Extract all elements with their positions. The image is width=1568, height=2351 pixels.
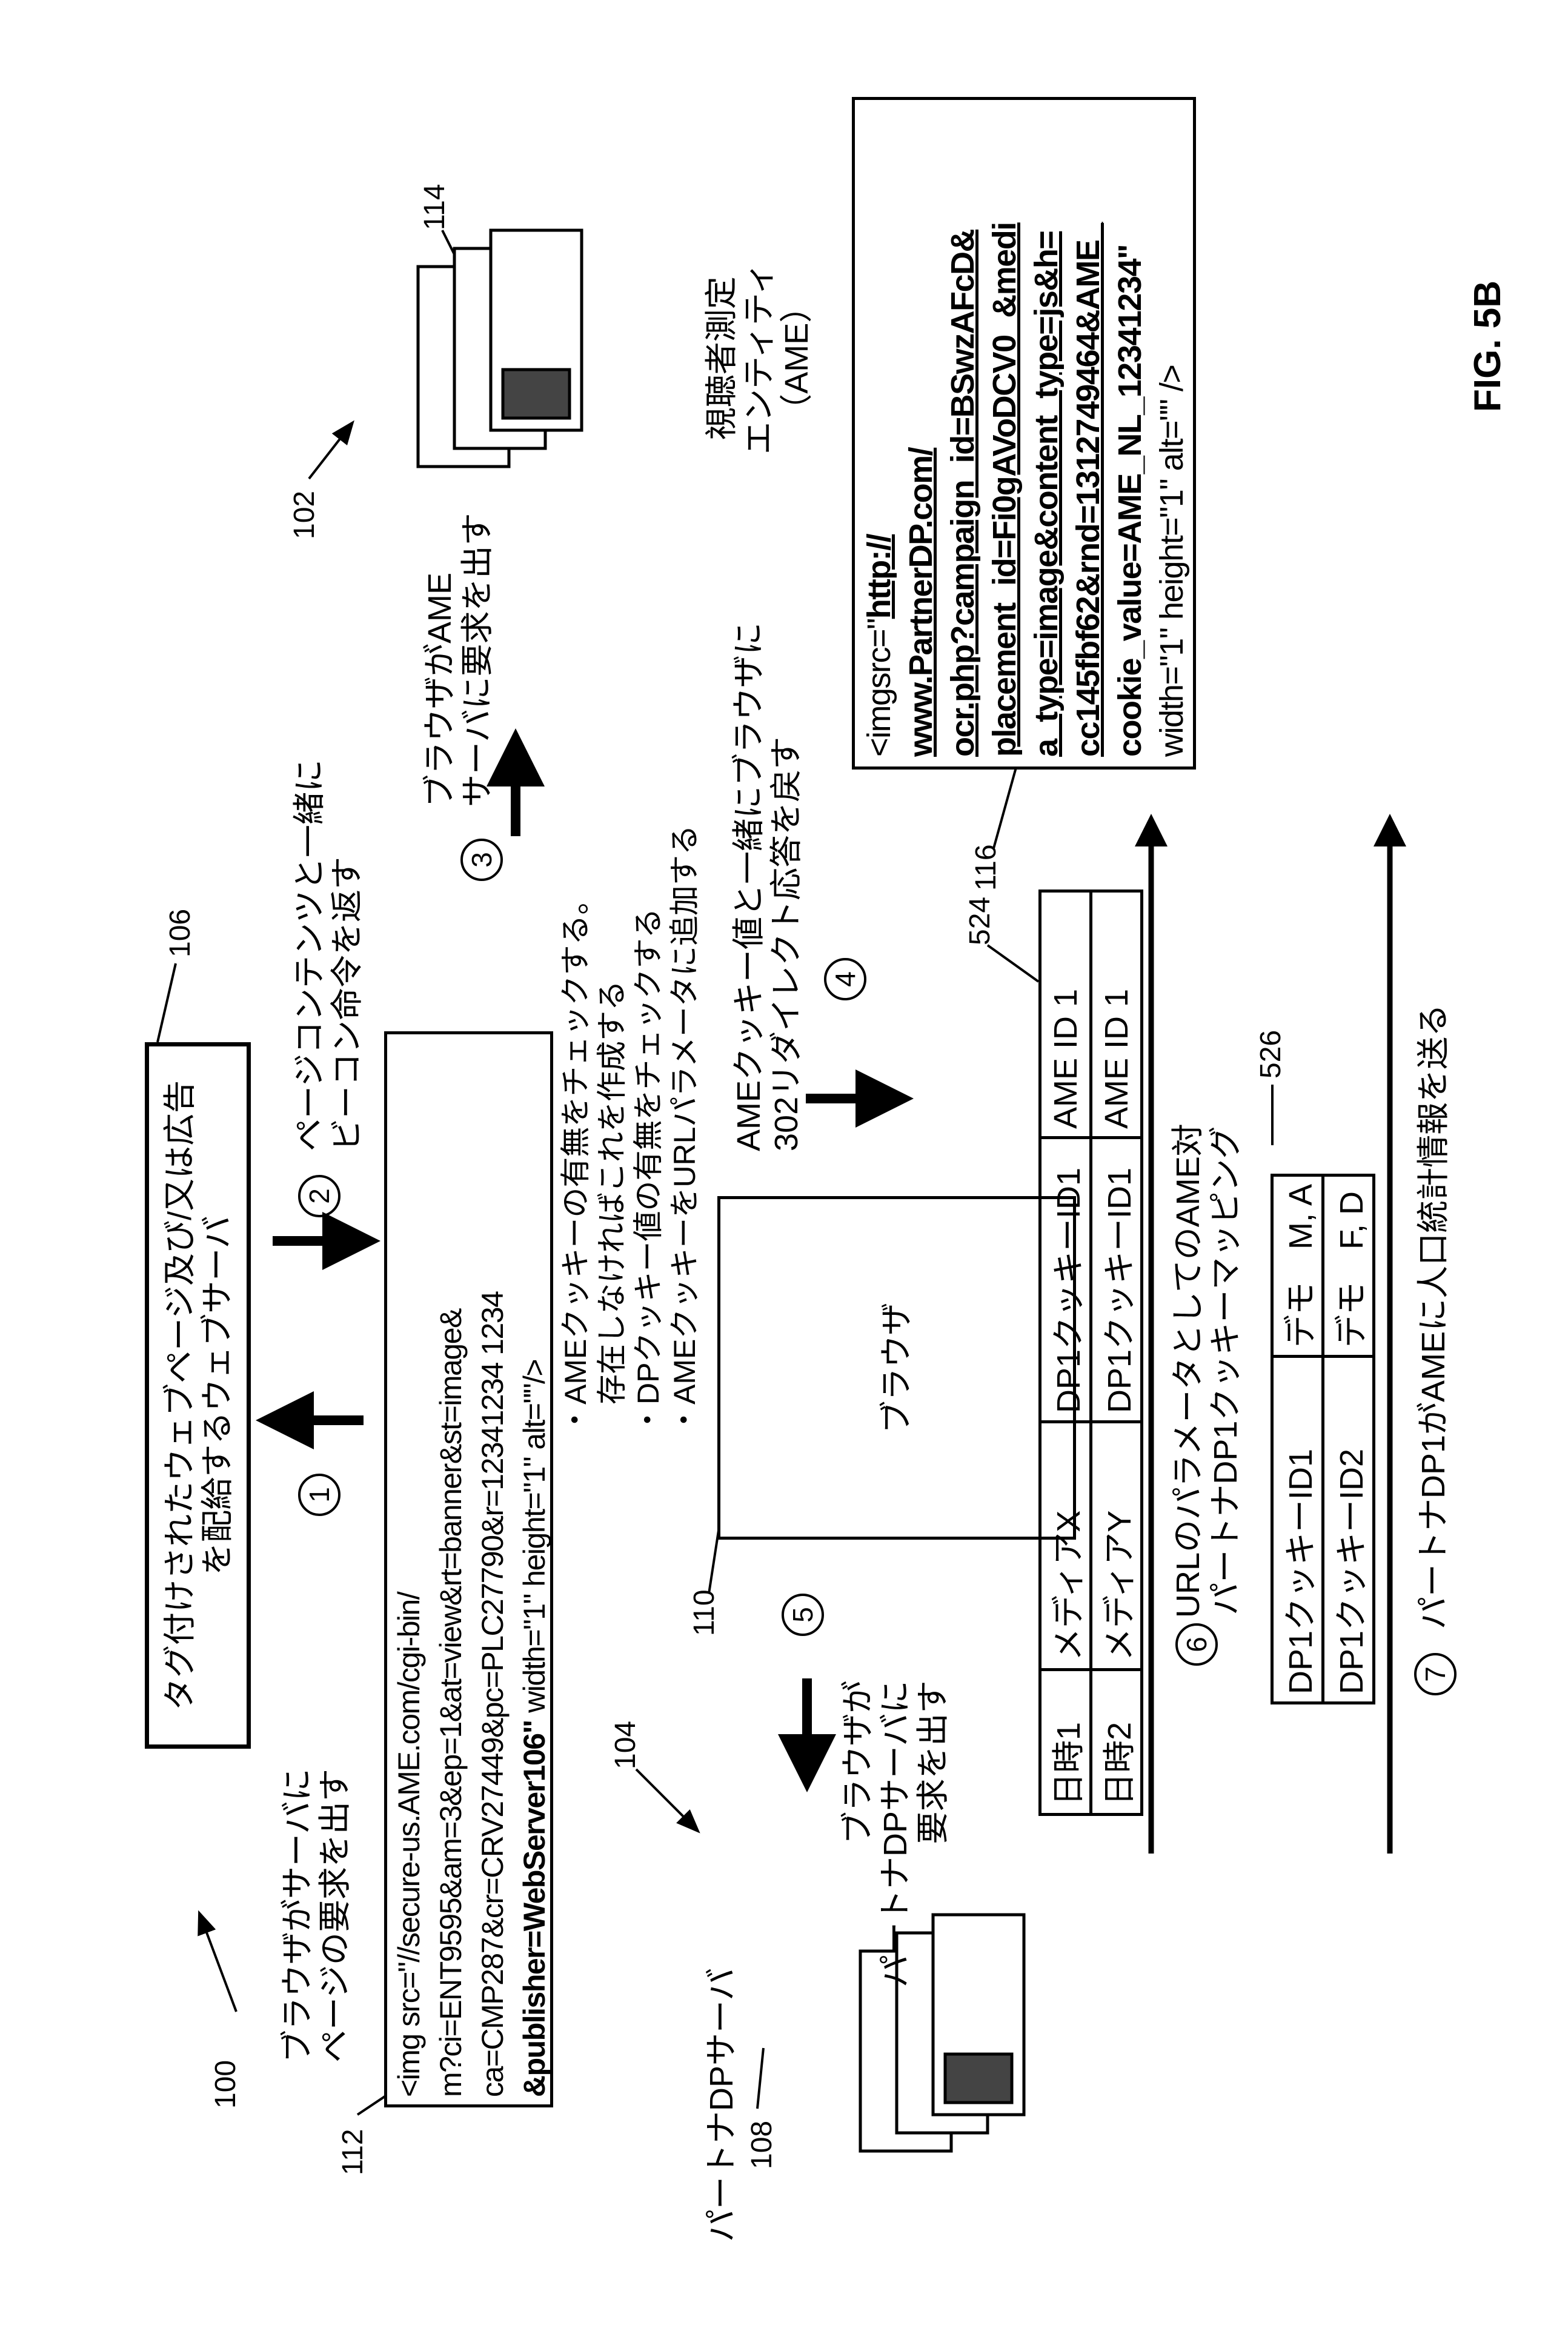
step-5-text: ブラウザがパートナDPサーバに要求を出す <box>839 1681 952 1987</box>
redirect-line: a_type=image&content_type=js&h= <box>1026 110 1068 757</box>
redirect-line: <imgsrc=" <box>861 619 897 757</box>
ref-106: 106 <box>164 909 197 957</box>
check-item: ・AMEクッキーをURLパラメータに追加する <box>666 825 703 1435</box>
tag-line: <img src="//secure-us.AME.com/cgi-bin/ <box>388 1042 430 2097</box>
tag-box: <img src="//secure-us.AME.com/cgi-bin/ m… <box>384 1031 553 2107</box>
leader-106 <box>158 963 176 1042</box>
redirect-line: cookie_value=AME_NL_12341234" <box>1109 110 1151 757</box>
check-item: ・AMEクッキーの有無をチェックする。 <box>557 825 594 1435</box>
check-item: 存在しなければこれを作成する <box>594 825 630 1435</box>
tag-line: m?ci=ENT9595&am=3&ep=1&at=view&rt=banner… <box>430 1042 472 2097</box>
browser-box: ブラウザ <box>717 1196 1076 1540</box>
demo-table: DP1クッキーID1デモ M, A DP1クッキーID2デモ F, D <box>1271 1174 1375 1704</box>
tag-line: ca=CMP287&cr=CRV27449&pc=PLC27790&r=1234… <box>472 1042 514 2097</box>
ref-104: 104 <box>609 1721 642 1769</box>
step-1-circle: 1 <box>298 1474 341 1516</box>
ref-116: 116 <box>969 844 1003 891</box>
leader-108 <box>757 2048 763 2109</box>
ref-110: 110 <box>688 1589 721 1636</box>
ame-label: 視聴者測定エンティティ（AME） <box>703 262 816 454</box>
tag-line: width="1" height="1" alt=""/> <box>517 1360 551 1720</box>
redirect-line: ocr.php?campaign_id=BSwzAFcD& <box>942 110 984 757</box>
ref-114: 114 <box>418 184 451 230</box>
redirect-box: <imgsrc="http:// www.PartnerDP.com/ ocr.… <box>852 97 1196 770</box>
figure-label: FIG. 5B <box>1466 281 1509 412</box>
web-server-box: タグ付けされたウェブページ及び/又は広告を配給するウェブサーバ <box>145 1042 251 1749</box>
step-6-circle: 6 <box>1175 1623 1218 1666</box>
table-row: DP1クッキーID2デモ F, D <box>1323 1176 1374 1703</box>
mapping-table: 日時1メディアXDP1クッキーID1AME ID 1 日時2メディアYDP1クッ… <box>1038 890 1143 1816</box>
tag-publisher: &publisher=WebServer106" <box>517 1720 551 2097</box>
check-item: ・DPクッキー値の有無をチェックする <box>630 825 666 1435</box>
check-list: ・AMEクッキーの有無をチェックする。 存在しなければこれを作成する・DPクッキ… <box>557 825 703 1435</box>
partner-dp-server-label: パートナDPサーバ <box>703 1968 740 2242</box>
step-2-text: ページコンテンツと一緒にビーコン命令を返す <box>291 759 366 1151</box>
browser-label: ブラウザ <box>878 1303 915 1434</box>
leader-524 <box>988 945 1038 982</box>
step-4-circle: 4 <box>824 958 866 1000</box>
ref-524: 524 <box>963 897 997 945</box>
ref-100: 100 <box>209 2060 242 2109</box>
step-1-text: ブラウザがサーバにページの要求を出す <box>279 1769 354 2063</box>
leader-100 <box>200 1915 236 2012</box>
redirect-line: width="1" height="1" alt="" /> <box>1151 110 1193 757</box>
ref-102: 102 <box>288 491 321 539</box>
leader-104 <box>636 1769 697 1830</box>
ref-526: 526 <box>1254 1030 1287 1079</box>
step-7-text: パートナDP1がAMEに人口統計情報を送る <box>1415 1004 1452 1629</box>
leader-102 <box>309 424 351 479</box>
redirect-line: cc145fbf62&rnd=1312749464&AME_ <box>1068 110 1109 757</box>
ame-server-icon <box>418 230 582 467</box>
step-2-circle: 2 <box>298 1175 341 1217</box>
step-6-text: URLのパラメータとしてのAME対パートナDP1クッキーマッピング <box>1169 1123 1244 1618</box>
redirect-line: http:// <box>861 534 897 619</box>
step-5-circle: 5 <box>782 1594 824 1636</box>
step-3-circle: 3 <box>460 839 503 881</box>
redirect-line: www.PartnerDP.com/ <box>900 110 942 757</box>
web-server-label: タグ付けされたウェブページ及び/又は広告を配給するウェブサーバ <box>161 1065 236 1726</box>
table-row: 日時2メディアYDP1クッキーID1AME ID 1 <box>1091 891 1142 1815</box>
step-3-text: ブラウザがAMEサーバに要求を出す <box>421 513 496 807</box>
ref-108: 108 <box>745 2121 779 2169</box>
ref-112: 112 <box>336 2129 370 2175</box>
step-4-text: AMEクッキー値と一緒にブラウザに302リダイレクト応答を戻す <box>730 622 805 1151</box>
step-7-circle: 7 <box>1414 1653 1457 1695</box>
table-row: DP1クッキーID1デモ M, A <box>1272 1176 1323 1703</box>
table-row: 日時1メディアXDP1クッキーID1AME ID 1 <box>1040 891 1091 1815</box>
redirect-line: placement_id=Fi0gAVoDCV0_&medi <box>984 110 1026 757</box>
